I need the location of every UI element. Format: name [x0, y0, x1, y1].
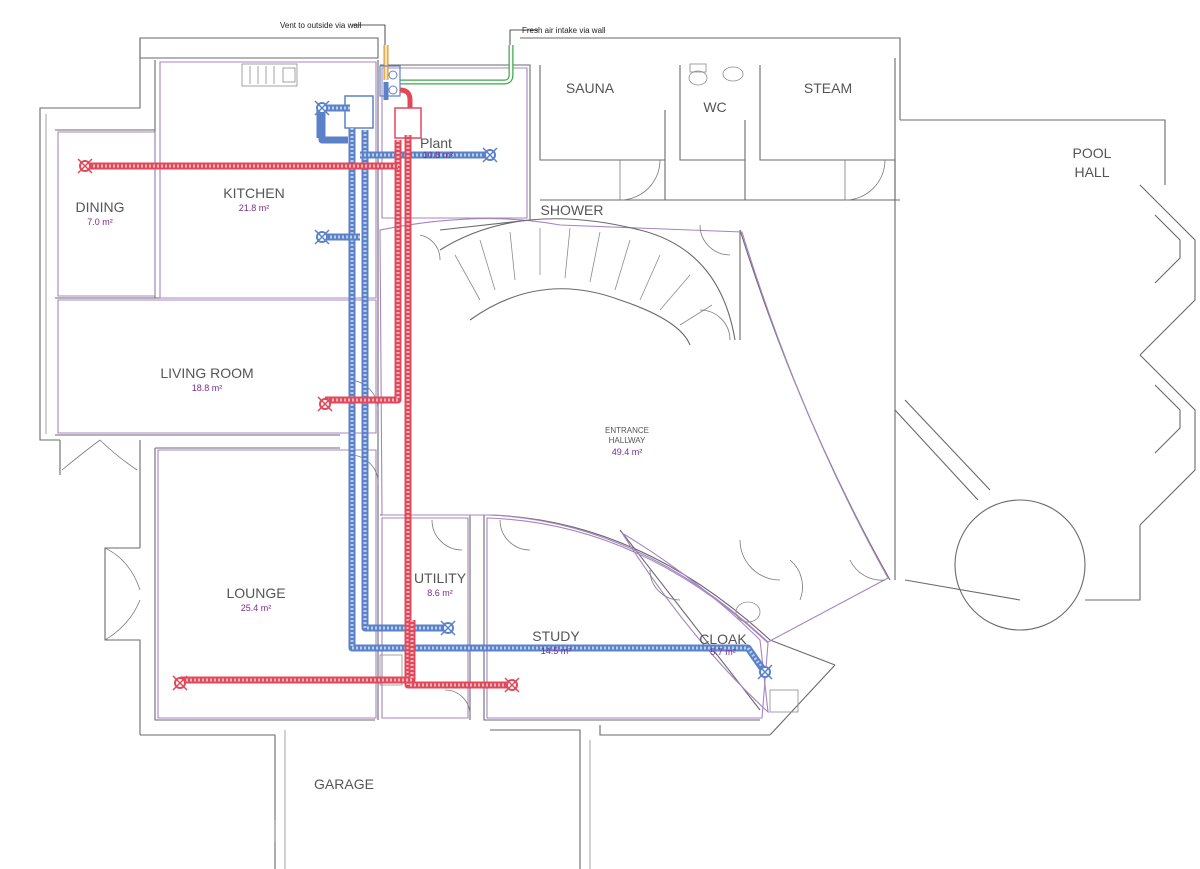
extract-ducts [316, 104, 765, 671]
spa-pool [954, 499, 1086, 631]
extract-valve-kitchen-2 [314, 229, 330, 245]
supply-valve-study [504, 677, 520, 693]
staircase [439, 218, 736, 346]
extract-terminals [314, 100, 773, 680]
room-garage-name: GARAGE [314, 776, 374, 792]
room-plant-area: 10.8 m² [423, 150, 454, 160]
room-living-name: LIVING ROOM [160, 365, 253, 381]
room-sauna-name: SAUNA [566, 80, 615, 96]
room-lounge-name: LOUNGE [226, 585, 285, 601]
room-utility-name: UTILITY [414, 570, 467, 586]
room-lounge-area: 25.4 m² [241, 603, 272, 613]
room-study-name: STUDY [532, 628, 580, 644]
room-dining-area: 7.0 m² [87, 217, 113, 227]
room-study-area: 14.5 m² [541, 646, 572, 656]
room-plant-name: Plant [420, 135, 452, 151]
supply-terminals [77, 158, 520, 693]
exterior-walls [39, 37, 1196, 869]
mvhr-unit [344, 65, 422, 139]
room-wc-name: WC [703, 99, 726, 115]
annotation-leaders [352, 24, 538, 45]
room-steam-name: STEAM [804, 80, 852, 96]
room-hallway-name-1: ENTRANCE [605, 426, 649, 435]
extract-valve-kitchen [314, 100, 330, 116]
room-kitchen-area: 21.8 m² [239, 203, 270, 213]
fresh-air-duct [400, 45, 514, 85]
room-cloak-name: CLOAK [699, 631, 747, 647]
extract-valve-cloak [757, 664, 773, 680]
room-labels: DINING 7.0 m² KITCHEN 21.8 m² Plant 10.8… [76, 80, 1112, 792]
room-dining-name: DINING [76, 199, 125, 215]
room-hallway-area: 49.4 m² [612, 447, 643, 457]
vent-outside-note: Vent to outside via wall [280, 21, 362, 30]
extract-valve-utility [440, 620, 456, 636]
extract-valve-plant [482, 147, 498, 163]
fixtures [241, 63, 799, 713]
supply-valve-dining [77, 158, 93, 174]
room-kitchen-name: KITCHEN [223, 185, 284, 201]
supply-valve-lounge [172, 675, 188, 691]
supply-valve-living-room [317, 396, 333, 412]
fresh-air-note: Fresh air intake via wall [522, 26, 606, 35]
room-shower-name: SHOWER [541, 202, 604, 218]
room-pool-name-1: POOL [1073, 145, 1112, 161]
room-pool-name-2: HALL [1074, 164, 1109, 180]
zone-outlines [57, 61, 889, 719]
room-hallway-name-2: HALLWAY [609, 436, 646, 445]
supply-ducts [85, 135, 512, 689]
room-utility-area: 8.6 m² [427, 588, 453, 598]
room-cloak-area: 5.7 m² [710, 647, 736, 657]
room-living-area: 18.8 m² [192, 383, 223, 393]
